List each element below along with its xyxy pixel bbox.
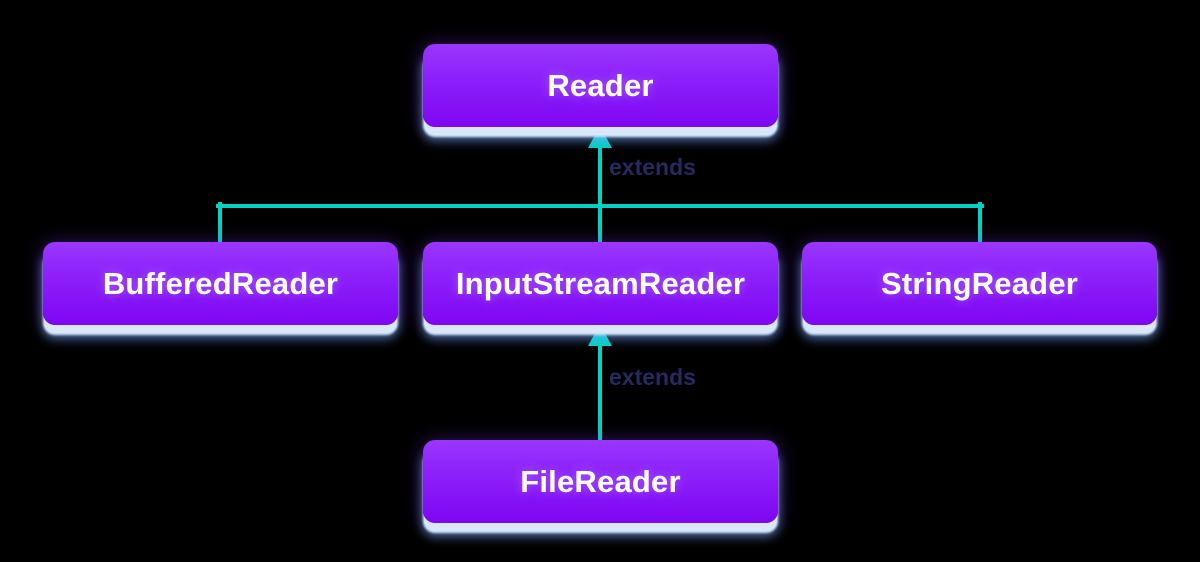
class-node-label: FileReader [520, 464, 681, 499]
arrowhead-to-reader [588, 126, 612, 148]
class-node-label: Reader [547, 68, 654, 103]
class-node-label: StringReader [880, 266, 1079, 301]
class-node-label: BufferedReader [102, 266, 339, 301]
class-node-stringreader[interactable]: StringReader [802, 242, 1157, 325]
edge-label-extends-reader: extends [609, 154, 696, 180]
edge-label-extends-inputstreamreader: extends [609, 364, 696, 390]
arrowhead-to-inputstreamreader [588, 324, 612, 346]
class-node-label: InputStreamReader [455, 266, 746, 301]
class-node-bufferedreader[interactable]: BufferedReader [43, 242, 398, 325]
class-node-inputstreamreader[interactable]: InputStreamReader [423, 242, 778, 325]
class-node-filereader[interactable]: FileReader [423, 440, 778, 523]
class-node-reader[interactable]: Reader [423, 44, 778, 127]
